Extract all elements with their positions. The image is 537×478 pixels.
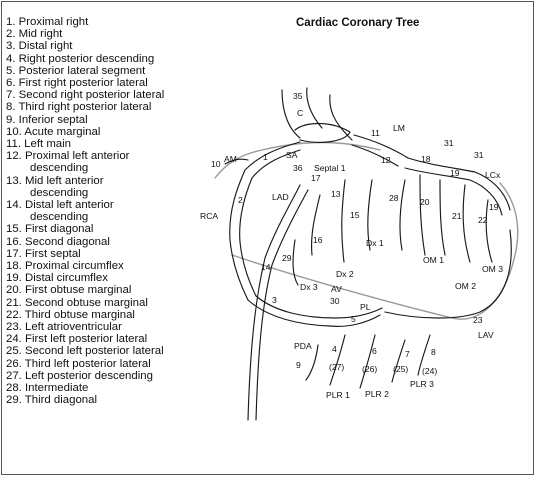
legend-item-continuation: descending [30, 162, 89, 175]
label-36: 36 [293, 163, 303, 173]
label-dx-3: Dx 3 [300, 282, 318, 292]
legend-item: 27. Left posterior descending [6, 369, 153, 382]
legend-item: 7. Second right posterior lateral [6, 89, 165, 102]
label-30: 30 [330, 296, 340, 306]
label-6: 6 [372, 346, 377, 356]
label-c: C [297, 108, 303, 118]
label-27: (27) [329, 362, 344, 372]
legend-item: 22. Third obtuse marginal [6, 308, 135, 321]
label-dx-1: Dx 1 [366, 238, 384, 248]
label-lav: LAV [478, 330, 494, 340]
label-22: 22 [478, 215, 488, 225]
label-3: 3 [272, 295, 277, 305]
label-28: 28 [389, 193, 399, 203]
label-17: 17 [311, 173, 321, 183]
legend-item: 24. First left posterior lateral [6, 333, 148, 346]
legend-item-continuation: descending [30, 186, 89, 199]
vessel-lines [224, 87, 512, 421]
legend-item: 16. Second diagonal [6, 235, 110, 248]
label-lcx: LCx [485, 170, 501, 180]
legend-item: 12. Proximal left anterior [6, 150, 130, 163]
legend-item: 26. Third left posterior lateral [6, 357, 151, 370]
label-1: 1 [263, 152, 268, 162]
label-24: (24) [422, 366, 437, 376]
label-2: 2 [238, 195, 243, 205]
label-35: 35 [293, 91, 303, 101]
label-om-3: OM 3 [482, 264, 503, 274]
legend-item: 9. Inferior septal [6, 113, 88, 126]
legend-item: 14. Distal left anterior [6, 199, 114, 212]
label-16: 16 [313, 235, 323, 245]
label-lad: LAD [272, 192, 289, 202]
label-18: 18 [421, 154, 431, 164]
label-25: (25) [393, 364, 408, 374]
legend-item: 10. Acute marginal [6, 125, 101, 138]
segment-labels: 35 C 11 LM 31 31 10 AM 1 SA 36 Septal 1 … [200, 91, 503, 400]
legend-item-continuation: descending [30, 211, 89, 224]
legend-item: 2. Mid right [6, 28, 63, 41]
label-8: 8 [431, 347, 436, 357]
label-13: 13 [331, 189, 341, 199]
label-4: 4 [332, 344, 337, 354]
heart-outline [214, 141, 519, 320]
legend-item: 29. Third diagonal [6, 394, 97, 407]
label-lm: LM [393, 123, 405, 133]
label-23: 23 [473, 315, 483, 325]
legend-item: 8. Third right posterior lateral [6, 101, 152, 114]
label-av: AV [331, 284, 342, 294]
label-plr-3: PLR 3 [410, 379, 434, 389]
label-pl: PL [360, 302, 371, 312]
legend-item: 19. Distal circumflex [6, 272, 108, 285]
label-29: 29 [282, 253, 292, 263]
label-15: 15 [350, 210, 360, 220]
legend-item: 11. Left main [6, 138, 72, 151]
label-26: (26) [362, 364, 377, 374]
label-5: 5 [351, 314, 356, 324]
label-21: 21 [452, 211, 462, 221]
label-rca: RCA [200, 211, 218, 221]
label-19a: 19 [450, 168, 460, 178]
label-19b: 19 [489, 202, 499, 212]
label-10: 10 [211, 159, 221, 169]
label-plr-2: PLR 2 [365, 389, 389, 399]
legend-item: 28. Intermediate [6, 382, 89, 395]
label-sa: SA [286, 150, 298, 160]
label-septal-1: Septal 1 [314, 163, 346, 173]
legend-item: 4. Right posterior descending [6, 52, 155, 65]
diagram-title: Cardiac Coronary Tree [296, 17, 420, 29]
label-31b: 31 [474, 150, 484, 160]
legend-item: 5. Posterior lateral segment [6, 64, 146, 77]
label-om-2: OM 2 [455, 281, 476, 291]
legend-item: 3. Distal right [6, 40, 73, 53]
legend-item: 18. Proximal circumflex [6, 260, 124, 273]
legend-item: 17. First septal [6, 247, 81, 260]
label-dx-2: Dx 2 [336, 269, 354, 279]
label-am: AM [224, 154, 237, 164]
legend-item: 23. Left atrioventricular [6, 321, 122, 334]
label-20: 20 [420, 197, 430, 207]
legend-item: 21. Second obtuse marginal [6, 296, 148, 309]
label-pda: PDA [294, 341, 312, 351]
label-14: 14 [261, 262, 271, 272]
label-31a: 31 [444, 138, 454, 148]
label-om-1: OM 1 [423, 255, 444, 265]
legend-item: 1. Proximal right [6, 16, 89, 28]
label-7: 7 [405, 349, 410, 359]
legend-item: 13. Mid left anterior [6, 174, 104, 187]
label-9: 9 [296, 360, 301, 370]
legend-item: 20. First obtuse marginal [6, 284, 132, 297]
legend-item: 15. First diagonal [6, 223, 94, 236]
legend-item: 6. First right posterior lateral [6, 77, 148, 90]
label-12: 12 [381, 155, 391, 165]
label-11: 11 [371, 128, 380, 138]
label-plr-1: PLR 1 [326, 390, 350, 400]
legend-item: 25. Second left posterior lateral [6, 345, 164, 358]
